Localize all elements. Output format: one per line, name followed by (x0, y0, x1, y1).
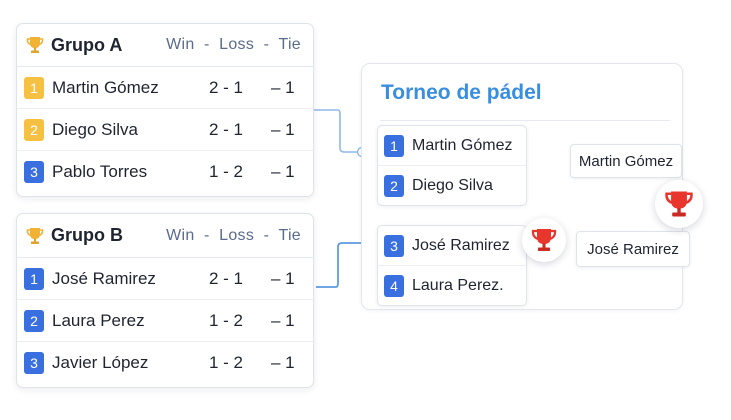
rank-badge: 3 (24, 352, 44, 374)
win-loss: 1 - 2 (209, 353, 244, 372)
group-b-header: Grupo B Win - Loss - Tie (17, 214, 313, 258)
tie-count: – 1 (271, 268, 295, 288)
gold-trophy-icon (26, 227, 44, 244)
match-player: 1 Martin Gómez (378, 126, 526, 165)
rank-badge: 2 (24, 118, 44, 141)
result-box-1: Martin Gómez (570, 144, 682, 178)
semifinal-match-1: 1 Martin Gómez 2 Diego Silva (377, 125, 527, 206)
win-loss: 1 - 2 (209, 310, 244, 330)
table-row: 3 Javier López 1 - 2 – 1 (17, 342, 313, 384)
gold-trophy-icon (26, 37, 44, 53)
tie-count: – 1 (271, 162, 295, 181)
win-loss: 2 - 1 (209, 77, 244, 97)
win-loss: 1 - 2 (209, 162, 244, 181)
tie-count: – 1 (271, 77, 295, 97)
title-divider (380, 120, 670, 121)
bracket-title: Torneo de pádel (381, 81, 542, 104)
group-a-card: Grupo A Win - Loss - Tie 1 Martin Gómez … (16, 23, 314, 197)
semifinal-match-2: 3 José Ramirez 4 Laura Perez. (377, 225, 527, 306)
result-box-2: José Ramirez (576, 231, 690, 267)
win-loss: 2 - 1 (209, 119, 244, 139)
table-row: 3 Pablo Torres 1 - 2 – 1 (17, 151, 313, 193)
win-loss: 2 - 1 (209, 268, 244, 288)
rank-badge: 1 (24, 76, 44, 99)
tie-count: – 1 (271, 310, 295, 330)
table-row: 1 José Ramirez 2 - 1 – 1 (17, 258, 313, 300)
table-row: 2 Diego Silva 2 - 1 – 1 (17, 109, 313, 151)
seed-badge: 3 (384, 234, 404, 257)
tie-count: – 1 (271, 119, 295, 139)
rank-badge: 2 (24, 309, 44, 332)
table-row: 1 Martin Gómez 2 - 1 – 1 (17, 67, 313, 109)
group-b-columns: Win - Loss - Tie (166, 226, 301, 244)
match-player: 2 Diego Silva (378, 165, 526, 205)
seed-badge: 4 (384, 274, 404, 297)
player-name: Laura Perez. (412, 276, 504, 294)
match-player: 3 José Ramirez (378, 226, 526, 265)
player-name: Pablo Torres (52, 162, 148, 181)
player-name: Martin Gómez (52, 77, 159, 97)
player-name: Diego Silva (412, 176, 493, 194)
player-name: Laura Perez (52, 310, 145, 330)
player-name: José Ramirez (52, 268, 156, 288)
rank-badge: 1 (24, 267, 44, 290)
player-name: Martin Gómez (412, 136, 513, 154)
player-name: Diego Silva (52, 119, 138, 139)
group-a-header: Grupo A Win - Loss - Tie (17, 24, 313, 67)
group-a-columns: Win - Loss - Tie (166, 36, 301, 53)
seed-badge: 1 (384, 134, 404, 157)
red-trophy-icon (522, 218, 566, 262)
group-b-card: Grupo B Win - Loss - Tie 1 José Ramirez … (16, 213, 314, 388)
seed-badge: 2 (384, 174, 404, 197)
group-a-title: Grupo A (51, 34, 123, 55)
match-player: 4 Laura Perez. (378, 265, 526, 305)
player-name: José Ramirez (412, 236, 510, 254)
tie-count: – 1 (271, 353, 295, 372)
player-name: Javier López (52, 353, 149, 372)
rank-badge: 3 (24, 161, 44, 183)
table-row: 2 Laura Perez 1 - 2 – 1 (17, 300, 313, 342)
red-trophy-icon (655, 180, 703, 228)
group-b-title: Grupo B (51, 225, 123, 245)
